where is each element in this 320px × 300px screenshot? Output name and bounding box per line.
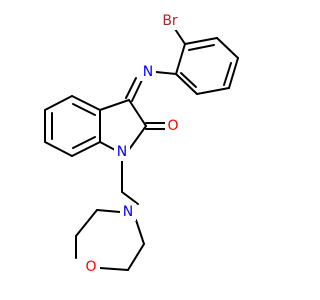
bond-ring-ar3-inner bbox=[223, 62, 232, 86]
atom-o-morpholine: O bbox=[82, 258, 100, 276]
bond-benzo-4 bbox=[44, 141, 73, 157]
atom-o-morpholine-label: O bbox=[85, 259, 96, 275]
bond-ring-ar1-inner bbox=[188, 44, 215, 51]
bond-ch2-nmorph bbox=[121, 191, 139, 205]
bond-ring-ar4 bbox=[196, 87, 230, 95]
bond-morph-5 bbox=[127, 243, 145, 271]
bond-ring-ar5 bbox=[175, 73, 198, 95]
atom-br: Br bbox=[159, 12, 181, 30]
bond-benzo-2 bbox=[44, 95, 73, 111]
atom-n-ring-label: N bbox=[117, 144, 127, 160]
atom-o-carbonyl-label: O bbox=[167, 118, 178, 134]
bond-c3a-c3 bbox=[99, 99, 130, 111]
atom-o-carbonyl: O bbox=[165, 117, 181, 135]
bond-benzo-1-inner bbox=[72, 103, 96, 116]
bond-benzo-1 bbox=[71, 95, 101, 111]
bond-imine-double-a bbox=[131, 79, 143, 102]
bond-ring-ar1 bbox=[184, 37, 218, 45]
atom-n-imine: N bbox=[140, 63, 156, 81]
bond-c2-n1 bbox=[127, 125, 147, 152]
bond-ring-ar2 bbox=[216, 37, 239, 59]
bond-ring-ar6 bbox=[175, 43, 186, 75]
bond-benzo-5-inner bbox=[72, 136, 96, 149]
atom-n-ring: N bbox=[114, 143, 130, 161]
bond-benzo-5 bbox=[71, 141, 101, 157]
bond-c-br bbox=[174, 28, 186, 45]
atom-n-imine-label: N bbox=[143, 64, 153, 80]
bond-morph-1 bbox=[96, 209, 121, 213]
atom-br-label: Br bbox=[162, 13, 178, 29]
atom-n-morpholine-label: N bbox=[123, 204, 133, 220]
bond-aryl-n-imine bbox=[155, 71, 177, 75]
bond-morph-6 bbox=[135, 219, 145, 245]
bond-ring-ar5-inner bbox=[180, 72, 197, 88]
bond-layer bbox=[44, 28, 239, 271]
bond-morph-4 bbox=[99, 267, 129, 271]
bond-morph-2 bbox=[75, 209, 98, 237]
bond-c3-c2 bbox=[128, 99, 147, 127]
bond-ring-ar3 bbox=[228, 57, 239, 89]
molecule-canvas: Br N O N N O bbox=[44, 12, 239, 276]
bond-imine-double-b bbox=[125, 77, 137, 99]
atom-label-layer: Br N O N N O bbox=[82, 12, 181, 276]
atom-n-morpholine: N bbox=[120, 203, 136, 221]
